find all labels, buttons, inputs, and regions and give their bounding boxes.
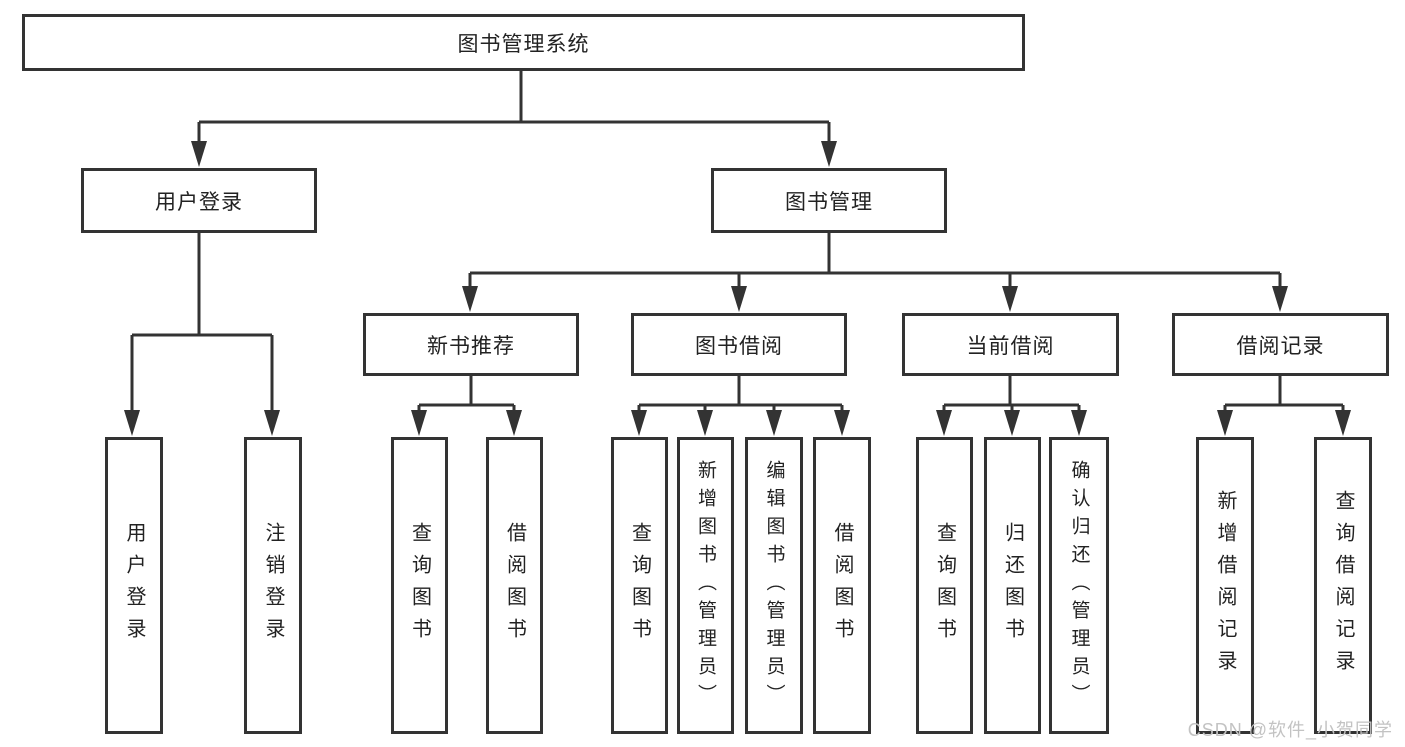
leaf-search-books-current: 查询图书 <box>916 437 973 734</box>
leaf-add-books-admin: 新增图书（管理员） <box>677 437 734 734</box>
leaf-search-books-rec: 查询图书 <box>391 437 448 734</box>
connector-root-branch <box>191 71 837 167</box>
leaf-label: 新增图书（管理员） <box>695 459 716 712</box>
connector-borrow-records-branch <box>1217 376 1351 436</box>
node-book-management: 图书管理 <box>711 168 947 233</box>
connector-new-book-rec-branch <box>411 376 522 436</box>
connector-book-mgmt-branch <box>462 233 1288 312</box>
connector-user-login-branch <box>124 233 280 436</box>
node-user-login: 用户登录 <box>81 168 317 233</box>
leaf-search-books-borrow: 查询图书 <box>611 437 668 734</box>
leaf-label: 归还图书 <box>1001 521 1024 650</box>
leaf-logout: 注销登录 <box>244 437 302 734</box>
leaf-confirm-return-admin: 确认归还（管理员） <box>1049 437 1109 734</box>
connector-book-borrow-branch <box>631 376 850 436</box>
leaf-label: 用户登录 <box>123 521 145 650</box>
leaf-label: 借阅图书 <box>503 521 526 650</box>
node-current-borrowing: 当前借阅 <box>902 313 1119 376</box>
node-borrowing-records: 借阅记录 <box>1172 313 1389 376</box>
node-new-book-recommendation: 新书推荐 <box>363 313 579 376</box>
leaf-label: 查询图书 <box>933 521 956 650</box>
node-book-borrowing: 图书借阅 <box>631 313 847 376</box>
leaf-label: 查询图书 <box>628 521 651 650</box>
leaf-label: 查询借阅记录 <box>1332 489 1354 682</box>
leaf-borrow-books-rec: 借阅图书 <box>486 437 543 734</box>
leaf-return-books: 归还图书 <box>984 437 1041 734</box>
leaf-label: 新增借阅记录 <box>1214 489 1236 682</box>
watermark-text: CSDN @软件_小贺同学 <box>1187 720 1393 740</box>
leaf-label: 注销登录 <box>262 521 284 650</box>
leaf-label: 借阅图书 <box>831 521 853 650</box>
leaf-label: 查询图书 <box>408 521 431 650</box>
leaf-user-login: 用户登录 <box>105 437 163 734</box>
leaf-label: 编辑图书（管理员） <box>763 459 785 712</box>
leaf-edit-books-admin: 编辑图书（管理员） <box>745 437 803 734</box>
connector-current-borrow-branch <box>936 376 1087 436</box>
leaf-search-borrow-record: 查询借阅记录 <box>1314 437 1372 734</box>
node-library-system: 图书管理系统 <box>22 14 1025 71</box>
leaf-add-borrow-record: 新增借阅记录 <box>1196 437 1254 734</box>
leaf-label: 确认归还（管理员） <box>1068 459 1090 712</box>
leaf-borrow-books: 借阅图书 <box>813 437 871 734</box>
